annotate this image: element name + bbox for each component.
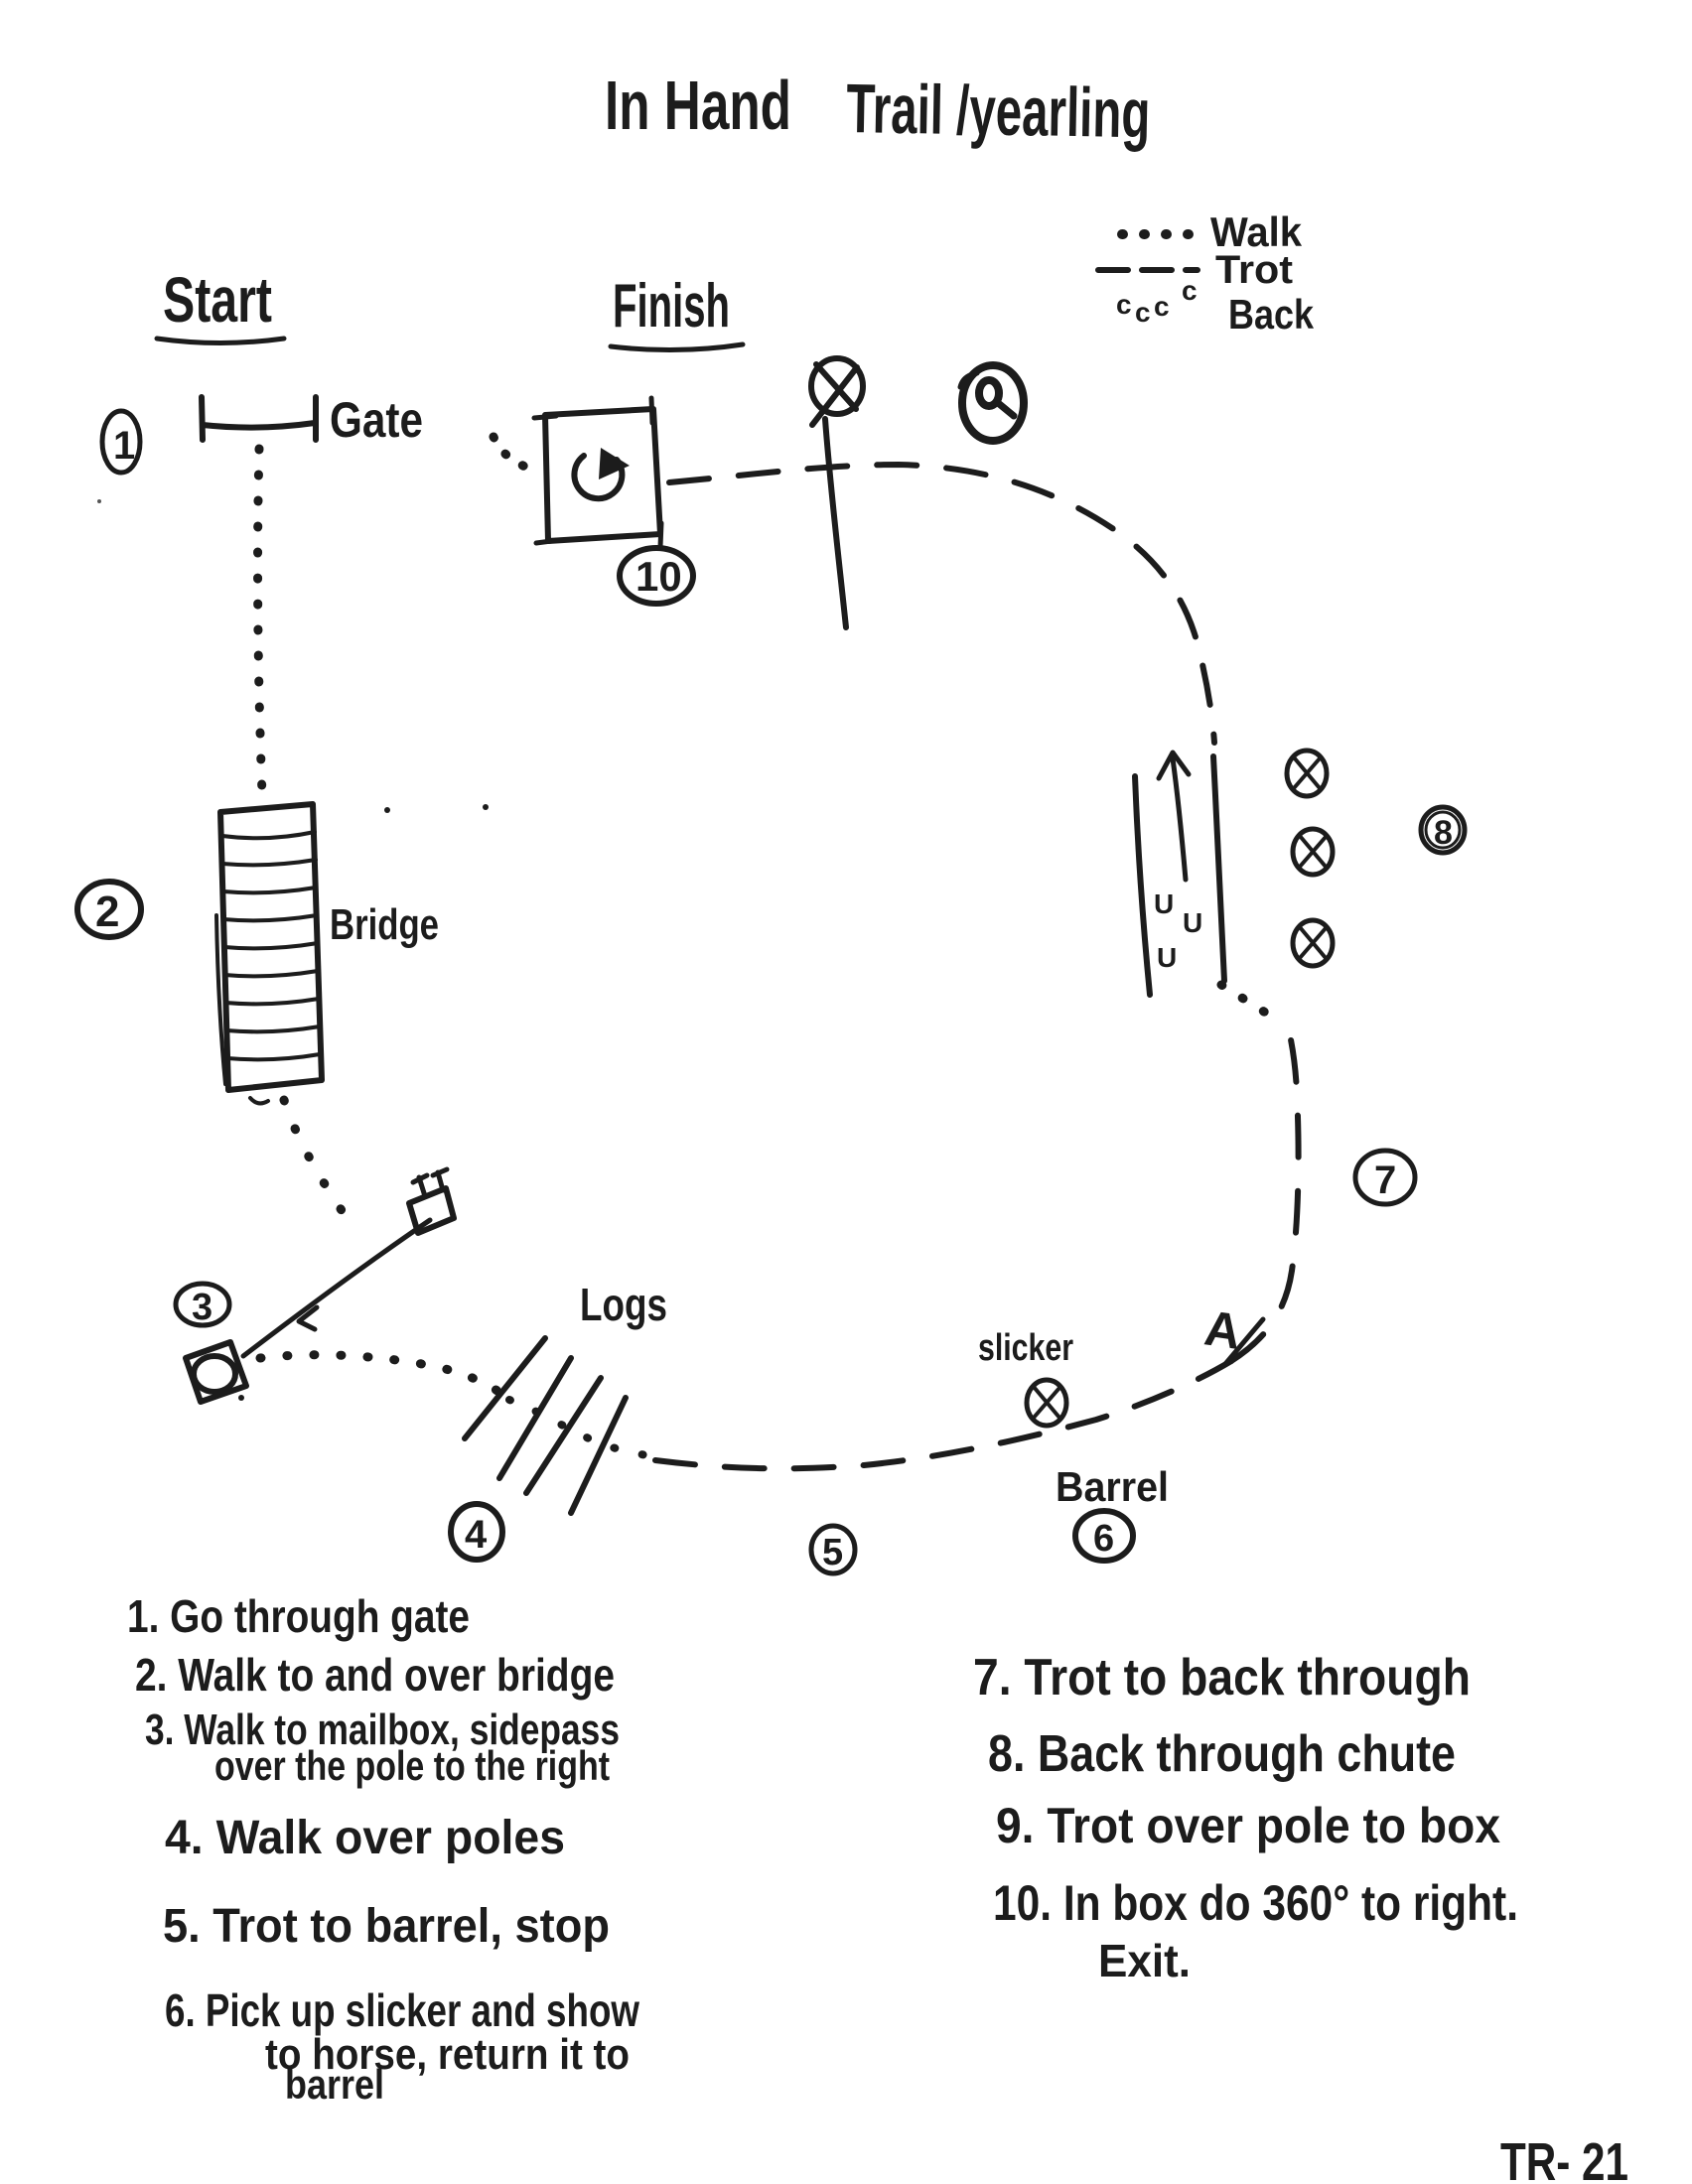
svg-text:Logs: Logs [580,1279,667,1330]
svg-text:3. Walk to mailbox, sidepass: 3. Walk to mailbox, sidepass [145,1706,620,1754]
svg-text:Walk: Walk [1210,208,1303,255]
svg-text:Finish: Finish [613,272,730,341]
svg-text:c: c [1116,289,1132,320]
svg-text:c: c [1135,297,1151,328]
svg-text:2: 2 [95,887,119,936]
svg-text:1. Go through gate: 1. Go through gate [127,1590,470,1642]
svg-text:c: c [1154,291,1170,322]
svg-text:Back: Back [1228,291,1315,338]
svg-text:2. Walk to and over bridge: 2. Walk to and over bridge [135,1649,615,1701]
svg-text:slicker: slicker [978,1327,1073,1369]
svg-text:5: 5 [822,1532,843,1573]
svg-text:Gate: Gate [330,392,423,448]
svg-text:Bridge: Bridge [330,900,439,949]
svg-text:7: 7 [1374,1159,1396,1202]
svg-text:U: U [1157,942,1177,973]
svg-text:In Hand: In Hand [605,67,791,144]
svg-text:10: 10 [635,553,682,600]
svg-text:Barrel: Barrel [1056,1463,1169,1510]
svg-text:Trail /yearling: Trail /yearling [846,69,1151,152]
svg-text:barrel: barrel [285,2061,384,2108]
svg-text:Trot: Trot [1215,248,1293,292]
svg-text:6. Pick up slicker and show: 6. Pick up slicker and show [165,1984,639,2036]
svg-text:6: 6 [1093,1518,1114,1560]
svg-text:to horse, return it to: to horse, return it to [265,2030,630,2079]
svg-text:5. Trot to barrel, stop: 5. Trot to barrel, stop [163,1900,610,1953]
svg-text:over the pole to the right: over the pole to the right [214,1742,610,1789]
svg-text:4: 4 [465,1513,488,1557]
svg-text:c: c [1182,275,1198,306]
svg-text:8. Back through chute: 8. Back through chute [988,1725,1456,1783]
svg-text:TR- 21: TR- 21 [1500,2132,1628,2184]
svg-text:Start: Start [163,264,272,336]
svg-text:Exit.: Exit. [1098,1935,1191,1986]
svg-text:4. Walk over poles: 4. Walk over poles [165,1812,565,1864]
svg-text:10. In box do 360° to right.: 10. In box do 360° to right. [993,1875,1518,1931]
svg-text:8: 8 [1434,814,1453,852]
svg-text:1: 1 [113,424,135,468]
svg-text:U: U [1154,888,1174,919]
svg-text:3: 3 [192,1287,212,1328]
svg-text:U: U [1183,907,1202,938]
svg-text:7. Trot to back through: 7. Trot to back through [973,1649,1471,1706]
svg-text:9. Trot over pole to box: 9. Trot over pole to box [996,1798,1500,1853]
